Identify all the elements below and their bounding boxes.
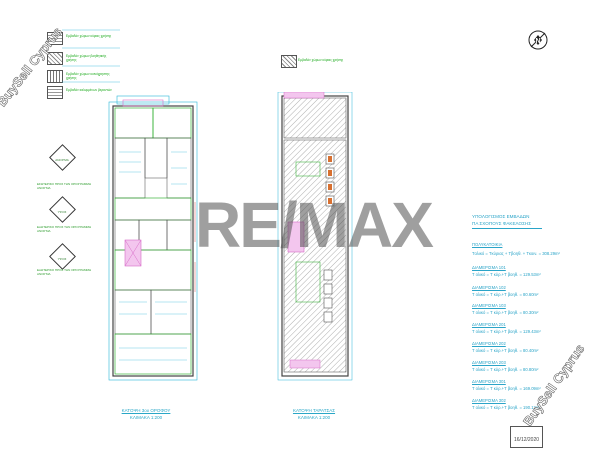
floor-plan-3rd-floor: [108, 95, 198, 381]
date-stamp-text: 16/12/2020: [514, 437, 540, 443]
legend-label: Εμβαδόν χώρων κύριας χρήσης: [66, 34, 112, 38]
table-row-name: ΔΙΑΜΕΡΙΣΜΑ 302: [472, 398, 506, 403]
north-arrow-icon: N: [528, 30, 548, 50]
table-row-name: ΔΙΑΜΕΡΙΣΜΑ 102: [472, 285, 506, 290]
table-row-name: ΔΙΑΜΕΡΙΣΜΑ 301: [472, 379, 506, 384]
table-row-value: T ολικό = T κύρ.+T βοηθ. = 80.60m²: [472, 292, 539, 297]
legend-label: Εμβαδόν χώρων κοινόχρηστης χρήσης: [66, 72, 110, 80]
date-stamp: 16/12/2020: [510, 426, 544, 448]
table-row-name: ΔΙΑΜΕΡΙΣΜΑ 103: [472, 303, 506, 308]
table-row-name: ΔΙΑΜΕΡΙΣΜΑ 203: [472, 360, 506, 365]
plan-scale-left: ΚΛΙΜΑΚΑ 1:200: [129, 415, 163, 420]
legend-swatch-right: [281, 55, 297, 68]
table-row-name: ΔΙΑΜΕΡΙΣΜΑ 201: [472, 322, 506, 327]
diamond-label: ΥΨΟΣ: [57, 210, 67, 214]
table-row-value: T ολικό = T κύρ.+T βοηθ. = 80.30m²: [472, 310, 539, 315]
plan-title-left: ΚΑΤΟΨΗ 3ου ΟΡΟΦΟΥ: [121, 408, 171, 413]
table-row-name: ΔΙΑΜΕΡΙΣΜΑ 101: [472, 265, 506, 270]
legend-swatch-aux: [47, 52, 63, 65]
buysell-watermark-right: BuySell Cyprus: [520, 341, 588, 429]
legend-label: Εμβαδόν χώρων βοηθητικής χρήσης: [66, 54, 107, 62]
legend-swatch-veranda: [47, 86, 63, 99]
table-row-value: T ολικό = T κύρ.+T βοηθ. = 129.53m²: [472, 272, 541, 277]
table-title-underline: [472, 228, 542, 229]
diamond-note: ΕΞΩΤΕΡΙΚΟ ΠΡΟΣ ΤΗΝ ΟΡΙΟΓΡΑΜΜΗ ΑΝΟΙΓΜΑ: [37, 225, 92, 233]
table-heading: ΠΟΛΥΚΑΤΟΙΚΙΑ: [472, 242, 503, 247]
table-row-value: T ολικό = T κύρ.+T βοηθ. = 80.80m²: [472, 367, 539, 372]
table-row-value: T ολικό = T κύρ.+T βοηθ. = 129.43m²: [472, 329, 541, 334]
table-total: Tολικό = Tκύριας + Tβοηθ. + Tκοιν. = 308…: [472, 251, 560, 256]
legend-swatch-main: [47, 32, 63, 45]
table-title: ΥΠΟΛΟΓΙΣΜΟΣ ΕΜΒΑΔΩΝ: [472, 214, 530, 219]
diamond-note: ΕΣΩΤΕΡΙΚΟ ΠΡΟΣ ΤΗΝ ΟΡΙΟΓΡΑΜΜΗ ΑΝΟΙΓΜΑ: [37, 182, 92, 190]
legend-lines: [62, 29, 120, 83]
table-row-value: T ολικό = T κύρ.+T βοηθ. = 169.09m²: [472, 386, 541, 391]
table-subtitle: ΠΑ ΣΧΟΠΟΥΣ ΦΑΚΕΛΟΣΗΣ: [472, 221, 532, 226]
floor-plan-roof: [277, 92, 353, 381]
plan-title-right: ΚΑΤΟΨΗ ΤΑΡΑΤΣΑΣ: [292, 408, 336, 413]
svg-text:N: N: [535, 38, 540, 45]
diamond-label: ΥΨΟΣ: [57, 257, 67, 261]
plan-scale-right: ΚΛΙΜΑΚΑ 1:200: [297, 415, 331, 420]
diamond-label: ΑΝΟΙΓΜΑ: [55, 158, 69, 162]
remax-watermark: RE/MAX: [195, 189, 434, 261]
legend-swatch-common: [47, 70, 63, 83]
table-row-name: ΔΙΑΜΕΡΙΣΜΑ 202: [472, 341, 506, 346]
legend-label: Εμβαδόν καλυμμένων βεραντών: [66, 88, 112, 92]
legend-label-right: Εμβαδόν χώρων κύριας χρήσης: [298, 58, 344, 62]
diamond-note: ΕΞΩΤΕΡΙΚΟ ΠΡΟΣ ΤΗΝ ΟΡΙΟΓΡΑΜΜΗ ΑΝΟΙΓΜΑ: [37, 268, 92, 276]
table-row-value: T ολικό = T κύρ.+T βοηθ. = 190.12m²: [472, 405, 541, 410]
table-row-value: T ολικό = T κύρ.+T βοηθ. = 80.40m²: [472, 348, 539, 353]
